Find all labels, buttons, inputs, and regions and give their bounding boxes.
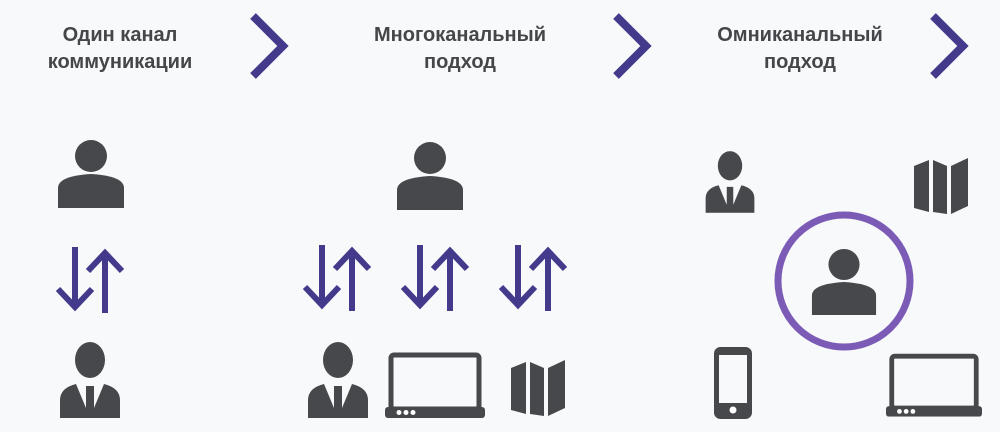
chevron-right-icon xyxy=(245,10,295,82)
businessman-icon xyxy=(58,342,122,418)
column-title-single-channel: Один канал коммуникации xyxy=(47,24,193,73)
column-title-multichannel: Многоканальный подход xyxy=(373,24,547,73)
chevron-right-icon xyxy=(925,10,975,82)
map-icon xyxy=(511,360,565,416)
exchange-arrows-icon xyxy=(55,247,127,313)
map-icon xyxy=(914,158,968,214)
exchange-arrows-icon xyxy=(302,245,374,311)
column-title-omnichannel: Омниканальный подход xyxy=(717,24,883,73)
person-icon xyxy=(395,140,465,210)
person-icon xyxy=(56,137,126,209)
exchange-arrows-icon xyxy=(498,245,570,311)
laptop-icon xyxy=(886,353,982,417)
businessman-icon xyxy=(306,342,370,418)
laptop-icon xyxy=(385,352,485,418)
exchange-arrows-icon xyxy=(400,245,472,311)
smartphone-icon xyxy=(714,347,752,419)
chevron-right-icon xyxy=(608,10,658,82)
businessman-icon xyxy=(704,150,756,214)
person-in-circle-icon xyxy=(772,209,916,353)
